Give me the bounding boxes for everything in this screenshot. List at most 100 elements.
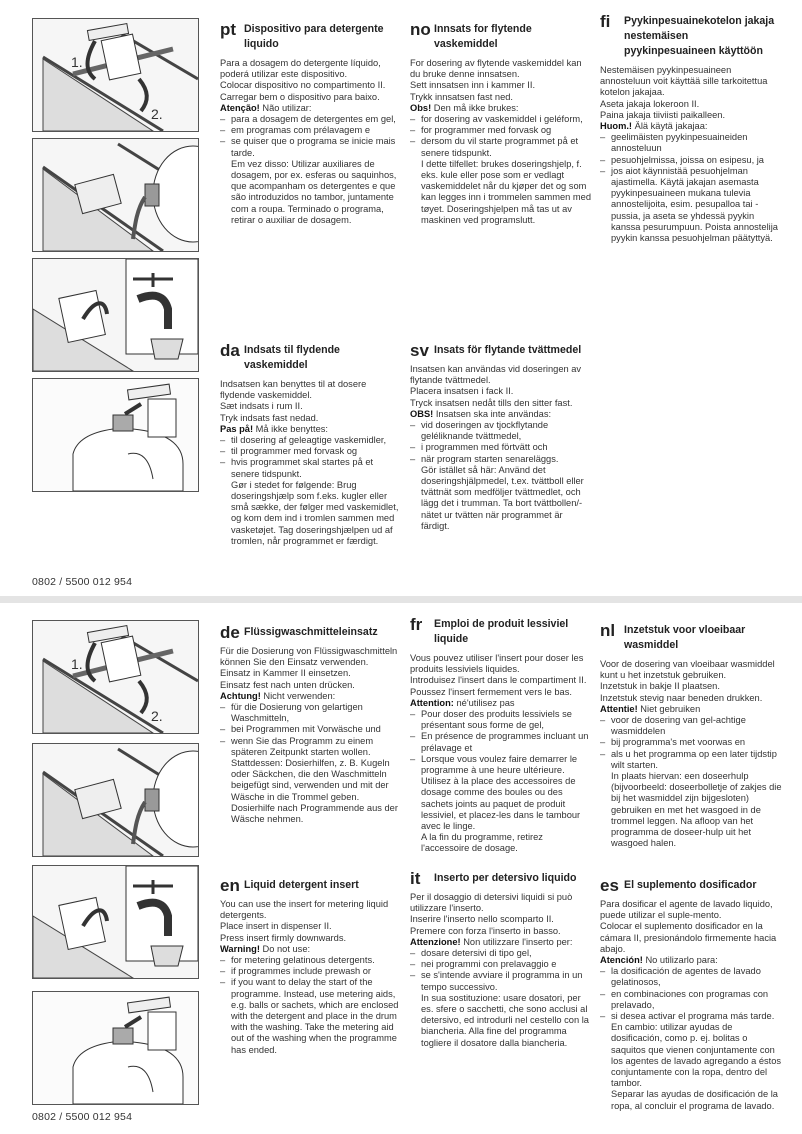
paragraph-text: Premere con forza l'inserto in basso. — [410, 925, 561, 936]
paragraph-text: No utilizarlo para: — [642, 955, 718, 966]
list-item: se quiser que o programa se inicie mais … — [220, 136, 402, 158]
paragraph-text: Einsatz in Kammer II einsetzen. — [220, 668, 351, 679]
filling-insert-from-bottle-illustration — [32, 991, 199, 1105]
list-item: dosare detersivi di tipo gel, — [410, 948, 592, 959]
paragraph-text: if programmes include prewash or — [231, 966, 372, 977]
paragraph: A la fin du programme, retirez l'accesso… — [410, 832, 592, 854]
list-item: Pour doser des produits lessiviels se pr… — [410, 709, 592, 731]
list-item: i programmen med förtvätt och — [410, 442, 592, 453]
page-divider — [0, 596, 802, 603]
paragraph-text: Press insert firmly downwards. — [220, 932, 347, 943]
paragraph-text: se s'intende avviare il programma in un … — [421, 970, 583, 992]
warning-label: Achtung! — [220, 690, 261, 701]
paragraph-text: se quiser que o programa se inicie mais … — [231, 136, 396, 158]
paragraph: I dette tilfellet: brukes doseringshjelp… — [410, 159, 592, 226]
warning-label: Atención! — [600, 955, 643, 966]
paragraph-text: Inzetstuk stevig naar beneden drukken. — [600, 692, 763, 703]
paragraph-text: Trykk innsatsen fast ned. — [410, 91, 514, 102]
paragraph: Insatsen kan användas vid doseringen av … — [410, 364, 592, 386]
paragraph-text: til dosering af geleagtige vaskemidler, — [231, 435, 387, 446]
paragraph-text: em programas com prélavagem e — [231, 125, 370, 136]
paragraph: Gör istället så här: Använd det dosering… — [410, 465, 592, 532]
paragraph: Achtung! Nicht verwenden: — [220, 691, 402, 702]
list-item: se s'intende avviare il programma in un … — [410, 970, 592, 992]
warning-label: Obs! — [410, 102, 432, 113]
list-item: pesuohjelmissa, joissa on esipesu, ja — [600, 155, 782, 166]
paragraph: Atenção! Não utilizar: — [220, 103, 402, 114]
paragraph-text: wenn Sie das Programm zu einem späteren … — [231, 735, 390, 802]
rinsing-insert-illustration — [32, 865, 199, 979]
list-item: til dosering af geleagtige vaskemidler, — [220, 435, 402, 446]
paragraph: Trykk innsatsen fast ned. — [410, 92, 592, 103]
paragraph-text: la dosificación de agentes de lavado gel… — [611, 966, 761, 988]
section-title: Innsats for flytende vaskemiddel — [434, 23, 532, 50]
paragraph: Placera insatsen i fack II. — [410, 386, 592, 397]
paragraph-text: Placera insatsen i fack II. — [410, 386, 514, 397]
paragraph: Per il dosaggio di detersivi liquidi si … — [410, 892, 592, 914]
paragraph-text: Gör istället så här: Använd det dosering… — [421, 464, 584, 531]
section-title: Indsats til flydende vaskemiddel — [244, 344, 340, 371]
paragraph: Gør i stedet for følgende: Brug dosering… — [220, 480, 402, 547]
paragraph-text: A la fin du programme, retirez l'accesso… — [421, 832, 543, 854]
paragraph-text: dersom du vil starte programmet på et se… — [421, 136, 579, 158]
paragraph-text: Para a dosagem do detergente líquido, po… — [220, 58, 381, 80]
paragraph: Premere con forza l'inserto in basso. — [410, 926, 592, 937]
list-item: for metering gelatinous detergents. — [220, 955, 402, 966]
paragraph: Nestemäisen pyykinpesuaineen annosteluun… — [600, 65, 782, 99]
insert-placement-illustration: 1. 2. — [32, 620, 199, 734]
language-code: en — [220, 876, 240, 895]
paragraph-text: né'utilisez pas — [453, 697, 515, 708]
paragraph-text: Tryck insatsen nedåt tills den sitter fa… — [410, 397, 573, 408]
language-code: it — [410, 869, 421, 888]
list-item: als u het programma op een later tijdsti… — [600, 749, 782, 771]
section-title: Insats för flytande tvättmedel — [434, 344, 582, 356]
paragraph-text: You can use the insert for metering liqu… — [220, 899, 389, 921]
list-item: em programas com prélavagem e — [220, 125, 402, 136]
pouring-detergent-illustration — [32, 743, 199, 857]
paragraph: Paina jakaja tiiviisti paikalleen. — [600, 110, 782, 121]
list-item: när program starten senareläggs. — [410, 454, 592, 465]
paragraph: Attenzione! Non utilizzare l'inserto per… — [410, 937, 592, 948]
list-item: for programmer med forvask og — [410, 125, 592, 136]
list-item: vid doseringen av tjockflytande gelélikn… — [410, 420, 592, 442]
paragraph-text: In sua sostituzione: usare dosatori, per… — [421, 992, 589, 1048]
paragraph-text: Älä käytä jakajaa: — [632, 121, 708, 132]
warning-label: Warning! — [220, 943, 260, 954]
warning-label: Huom.! — [600, 121, 633, 132]
list-item: hvis programmet skal startes på et sener… — [220, 457, 402, 479]
paragraph-text: Poussez l'insert fermement vers le bas. — [410, 686, 572, 697]
warning-label: Pas på! — [220, 423, 254, 434]
paragraph: For dosering av flytende vaskemiddel kan… — [410, 58, 592, 80]
language-code: fr — [410, 615, 423, 634]
paragraph-text: Colocar el suplemento dosificador en la … — [600, 921, 777, 954]
paragraph: Pas på! Må ikke benyttes: — [220, 424, 402, 435]
section-title: Emploi de produit lessiviel liquide — [434, 618, 569, 645]
paragraph: Separar las ayudas de dosificación de la… — [600, 1089, 782, 1111]
paragraph-text: Insatsen kan användas vid doseringen av … — [410, 364, 582, 386]
paragraph: Dosierhilfe nach Programmende aus der Wä… — [220, 803, 402, 825]
paragraph: Einsatz in Kammer II einsetzen. — [220, 668, 402, 679]
paragraph: Para a dosagem do detergente líquido, po… — [220, 58, 402, 80]
paragraph-text: voor de dosering van gel-achtige wasmidd… — [611, 715, 746, 737]
paragraph-text: I dette tilfellet: brukes doseringshjelp… — [421, 158, 592, 225]
list-item: geelimäisten pyykinpesuaineiden annostel… — [600, 132, 782, 154]
paragraph-text: nei programmi con prelavaggio e — [421, 959, 557, 970]
paragraph-text: Place insert in dispenser II. — [220, 921, 332, 932]
paragraph: Einsatz fest nach unten drücken. — [220, 680, 402, 691]
section-title: Liquid detergent insert — [244, 879, 359, 891]
section-header: en Liquid detergent insert — [220, 876, 402, 895]
list-item: dersom du vil starte programmet på et se… — [410, 136, 592, 158]
step-2-label: 2. — [151, 708, 163, 724]
paragraph-text: Lorsque vous voulez faire demarrer le pr… — [421, 753, 581, 832]
paragraph-text: Introduisez l'insert dans le compartimen… — [410, 675, 587, 686]
paragraph-text: Voor de dosering van vloeibaar wasmiddel… — [600, 659, 775, 681]
language-code: no — [410, 20, 431, 39]
paragraph-text: en combinaciones con programas con prela… — [611, 988, 769, 1010]
section-title: Inzetstuk voor vloeibaar wasmiddel — [624, 624, 746, 651]
